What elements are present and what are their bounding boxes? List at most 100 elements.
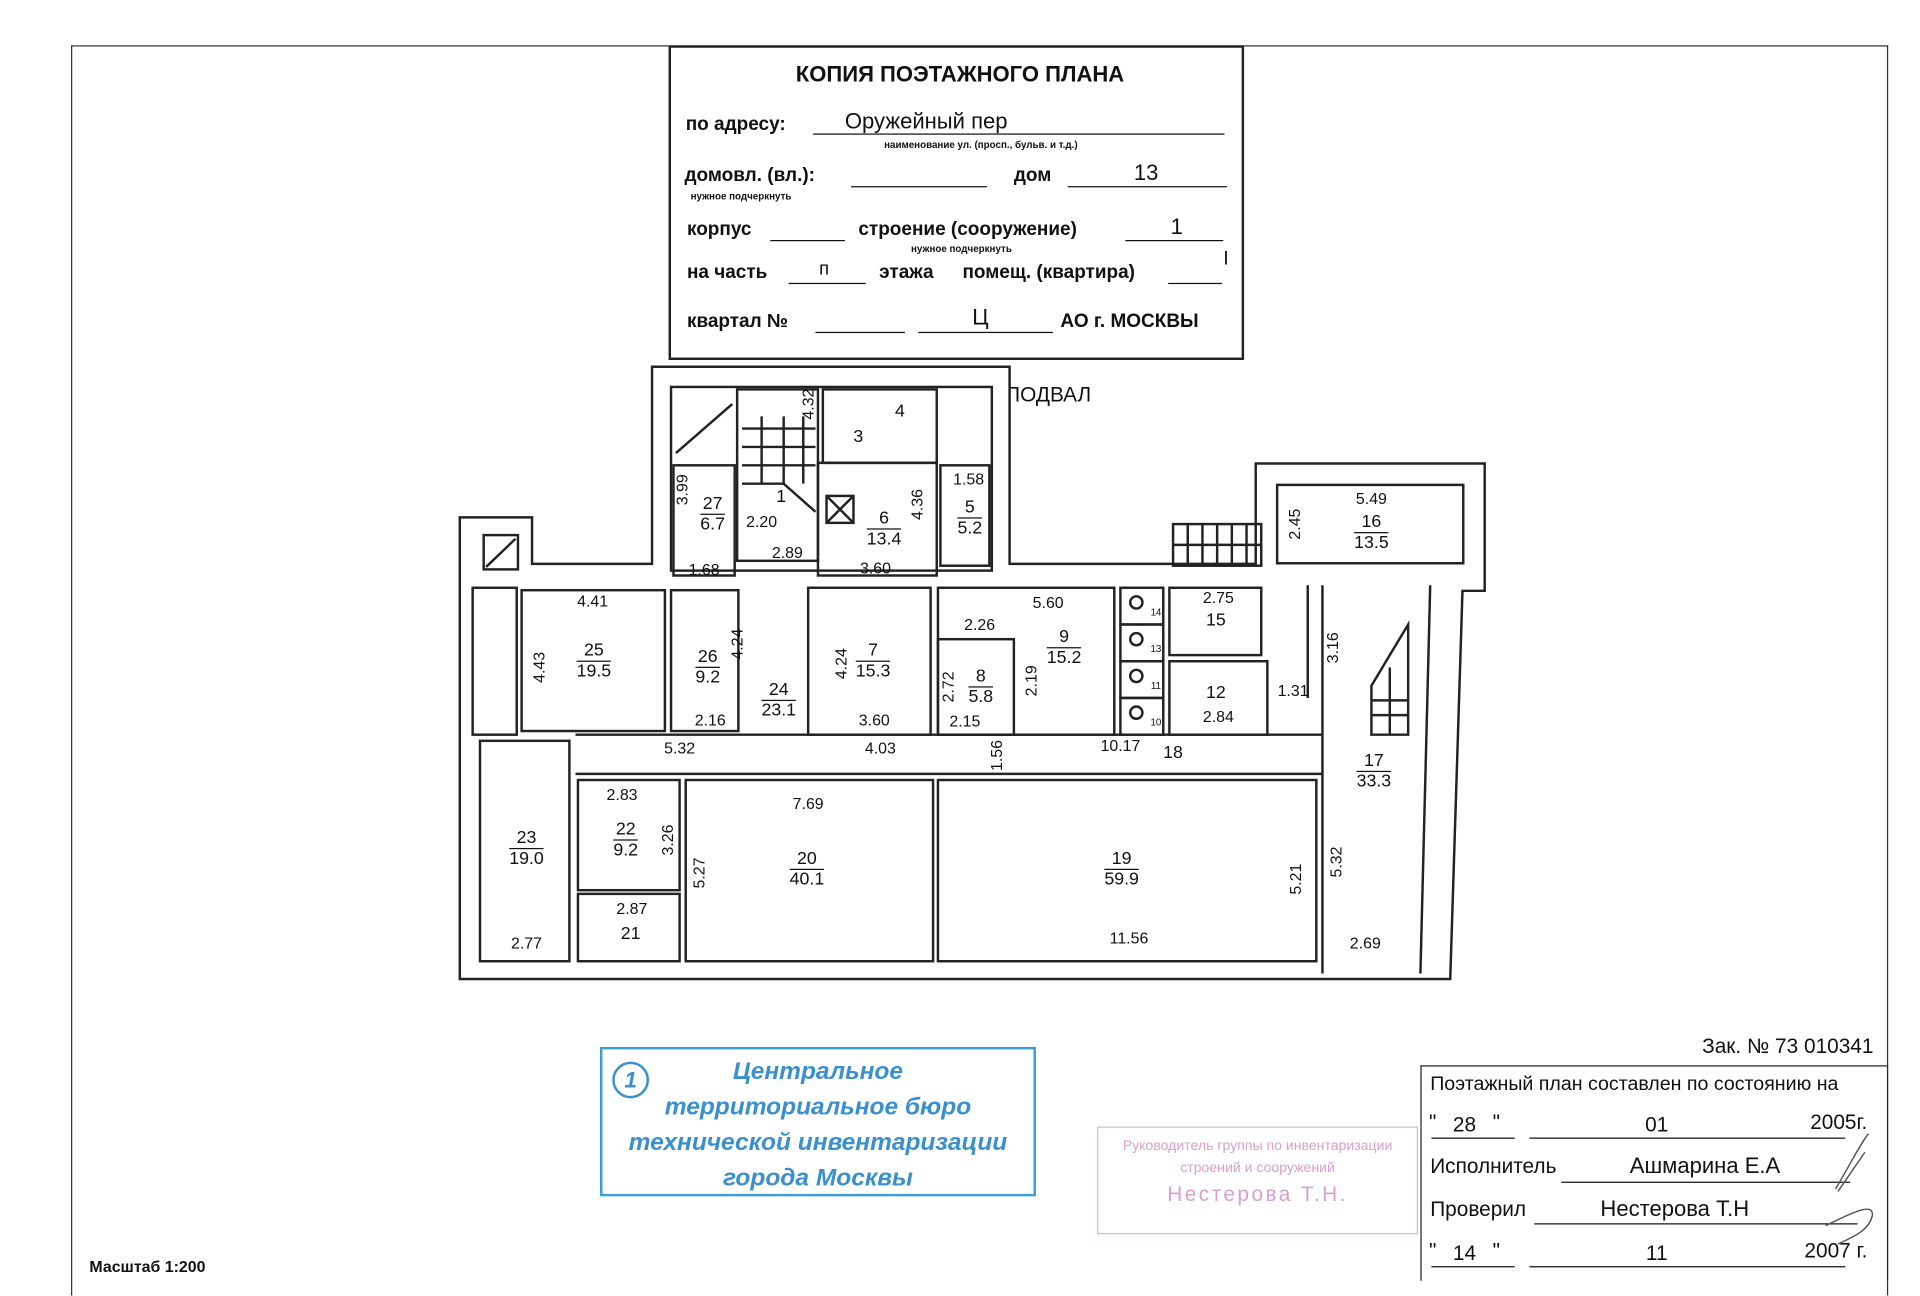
ao-value: Ц (972, 304, 989, 330)
dimension-label: 11.56 (1109, 928, 1149, 948)
room-area: 9.2 (695, 667, 721, 688)
room-number: 22 (613, 820, 639, 841)
room-number: 4 (895, 401, 905, 422)
interior-walls (471, 385, 1465, 974)
ao-label: АО г. МОСКВЫ (1060, 311, 1199, 332)
dimension-label: 3.60 (858, 710, 890, 730)
dimension-label: 4.43 (529, 651, 548, 683)
floor-title: ПОДВАЛ (1005, 383, 1092, 407)
dimension-label: 3.99 (672, 474, 692, 506)
dimension-label: 1.56 (987, 740, 1006, 772)
dimension-label: 2.89 (771, 543, 803, 562)
floor-label: этажа (879, 262, 934, 283)
wc-number: 14 (1150, 606, 1162, 618)
room-area: 15.2 (1046, 648, 1082, 668)
dimension-label: 3.26 (658, 824, 677, 856)
dimension-label: 2.77 (511, 933, 543, 953)
room-number: 8 (968, 667, 994, 688)
dimension-label: 5.32 (1326, 846, 1346, 878)
room-label: помещ. (квартира) (962, 262, 1135, 283)
room-number: 24 (761, 680, 797, 702)
address-caption: наименование ул. (просп., бульв. и т.д.) (884, 139, 1078, 151)
room-number: 7 (855, 641, 891, 662)
room-value: I (1223, 248, 1229, 270)
room-area: 15.3 (855, 661, 891, 682)
room-area: 13.5 (1354, 533, 1389, 553)
wc-number: 11 (1150, 680, 1162, 692)
dimension-label: 2.26 (964, 615, 996, 634)
date2-year: 2007 г. (1804, 1239, 1868, 1263)
stamp-number: 1 (612, 1061, 649, 1099)
executor-name: Ашмарина Е.А (1629, 1153, 1781, 1178)
order-number: Зак. № 73 010341 (1702, 1034, 1874, 1058)
stamp-line: Руководитель группы по инвентаризации (1122, 1138, 1393, 1154)
room-number: 6 (866, 509, 902, 530)
dimension-label: 2.16 (694, 710, 726, 730)
dimension-label: 4.24 (832, 648, 851, 680)
dimension-label: 4.32 (798, 388, 818, 420)
dimension-label: 2.84 (1202, 707, 1234, 726)
dimension-label: 1.31 (1277, 681, 1309, 700)
room-number: 1 (776, 487, 787, 507)
dimension-label: 3.16 (1323, 632, 1342, 664)
checker-name: Нестерова Т.Н (1600, 1196, 1750, 1221)
document-title: КОПИЯ ПОЭТАЖНОГО ПЛАНА (795, 61, 1125, 87)
quote-mark: " (1428, 1239, 1437, 1263)
stamp-line: технической инвентаризации (628, 1128, 1008, 1156)
room-area: 19.5 (576, 661, 612, 682)
room-number: 16 (1354, 512, 1389, 534)
room-number: 27 (700, 494, 726, 515)
wc-number: 10 (1150, 716, 1162, 728)
room-number: 17 (1356, 751, 1392, 773)
room-number: 19 (1104, 849, 1139, 871)
dimension-label: 2.45 (1285, 508, 1304, 540)
room-area: 40.1 (789, 870, 825, 890)
executor-label: Исполнитель (1430, 1154, 1557, 1178)
dimension-label: 2.83 (606, 785, 638, 804)
stroenie-label: строение (сооружение) (858, 219, 1077, 241)
part-value: п (819, 258, 830, 280)
room-area: 5.2 (957, 518, 983, 539)
quote-mark: " (1492, 1110, 1501, 1134)
room-area: 19.0 (509, 849, 544, 869)
date1-month: 01 (1645, 1113, 1669, 1137)
dimension-label: 2.19 (1021, 665, 1041, 697)
room-number: 23 (509, 828, 544, 850)
dimension-label: 5.49 (1355, 489, 1387, 508)
info-title: Поэтажный план составлен по состоянию на (1430, 1073, 1839, 1095)
room-number: 25 (576, 641, 612, 662)
dimension-label: 2.75 (1202, 588, 1234, 607)
dimension-label: 4.03 (864, 738, 896, 758)
dimension-label: 2.69 (1349, 933, 1381, 953)
date1-year: 2005г. (1810, 1110, 1868, 1134)
head-stamp: Руководитель группы по инвентаризации ст… (1097, 1126, 1418, 1235)
checker-label: Проверил (1430, 1197, 1527, 1221)
signature (1825, 1133, 1873, 1245)
address-label: по адресу: (685, 113, 786, 135)
wc-number: 13 (1150, 643, 1162, 655)
room-number: 3 (853, 427, 864, 447)
stamp-line: города Москвы (722, 1164, 913, 1192)
date2-month: 11 (1645, 1241, 1668, 1265)
underline-caption: нужное подчеркнуть (690, 191, 792, 203)
stroenie-value: 1 (1170, 214, 1183, 239)
room-area: 59.9 (1104, 870, 1139, 890)
room-number: 9 (1046, 628, 1082, 649)
dimension-label: 5.21 (1286, 863, 1305, 895)
dom-label: дом (1013, 165, 1052, 187)
room-number: 15 (1206, 611, 1226, 631)
dimension-label: 10.17 (1100, 736, 1141, 755)
